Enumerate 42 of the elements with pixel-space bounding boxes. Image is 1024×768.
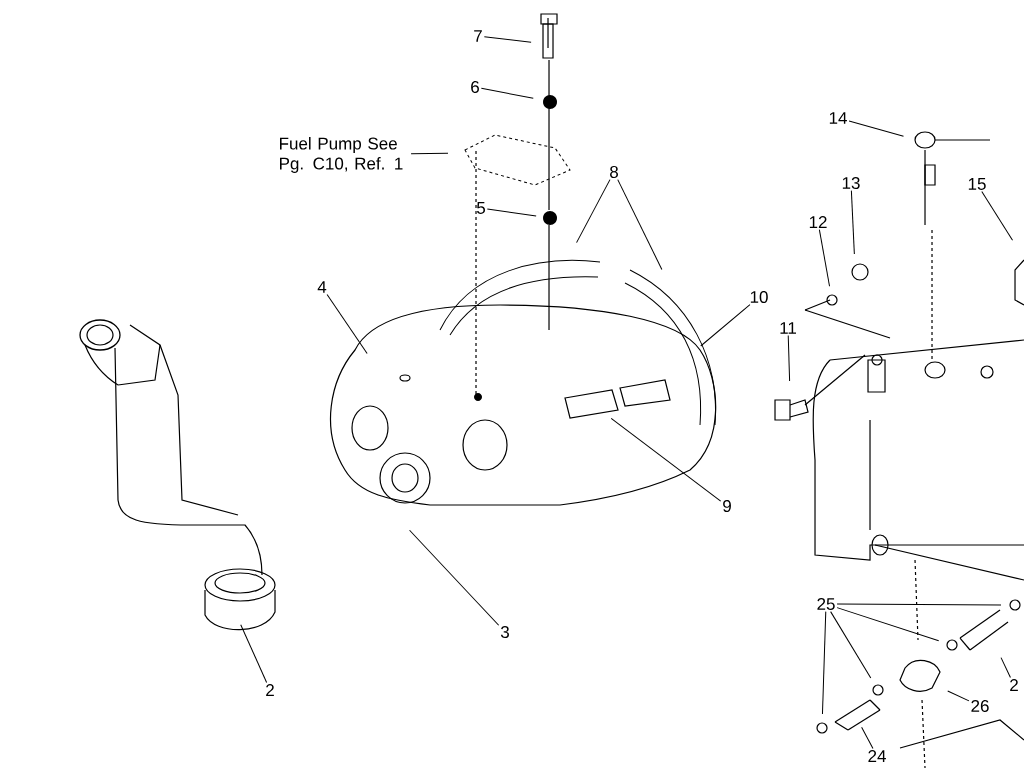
leader-line	[836, 603, 1002, 606]
leader-line	[410, 152, 449, 155]
callout-number: 13	[842, 177, 860, 190]
leader-line	[700, 304, 751, 347]
leader-line	[848, 120, 905, 137]
leader-line	[850, 190, 855, 255]
leader-line	[947, 690, 970, 702]
callout-number: 3	[500, 626, 509, 639]
callout-number: 24	[868, 750, 886, 762]
leader-line	[981, 191, 1014, 241]
leader-line	[787, 334, 791, 382]
leader-line	[818, 229, 831, 287]
callout-number: 10	[750, 291, 768, 304]
leader-line	[861, 726, 874, 749]
callout-number: 12	[809, 216, 827, 228]
callout-number: 2	[1010, 679, 1018, 691]
leader-line	[617, 179, 663, 270]
leader-line	[486, 208, 537, 217]
note-text: Fuel Pump See Pg. C10, Ref. 1	[280, 137, 403, 173]
leader-line	[326, 293, 368, 354]
leader-line	[610, 417, 722, 502]
leader-line	[576, 179, 611, 244]
leader-line	[1000, 657, 1011, 678]
callout-number: 5	[476, 202, 485, 214]
callout-number: 7	[474, 30, 482, 42]
leader-line	[836, 607, 940, 642]
callout-number: 15	[968, 178, 986, 190]
leader-line	[483, 36, 532, 43]
callout-number: 4	[317, 281, 327, 293]
leader-line	[480, 87, 534, 99]
callout-number: 14	[829, 112, 847, 124]
callout-number: 26	[971, 700, 989, 713]
leader-line	[821, 611, 827, 715]
callout-number: 8	[610, 166, 618, 179]
leader-line	[240, 624, 268, 683]
leader-line	[830, 611, 872, 679]
callout-number: 9	[723, 500, 731, 513]
leader-line	[409, 529, 500, 626]
callout-number: 11	[780, 322, 796, 334]
callout-number: 2	[266, 684, 274, 696]
callout-number: 25	[817, 598, 835, 611]
callout-number: 6	[471, 81, 479, 93]
